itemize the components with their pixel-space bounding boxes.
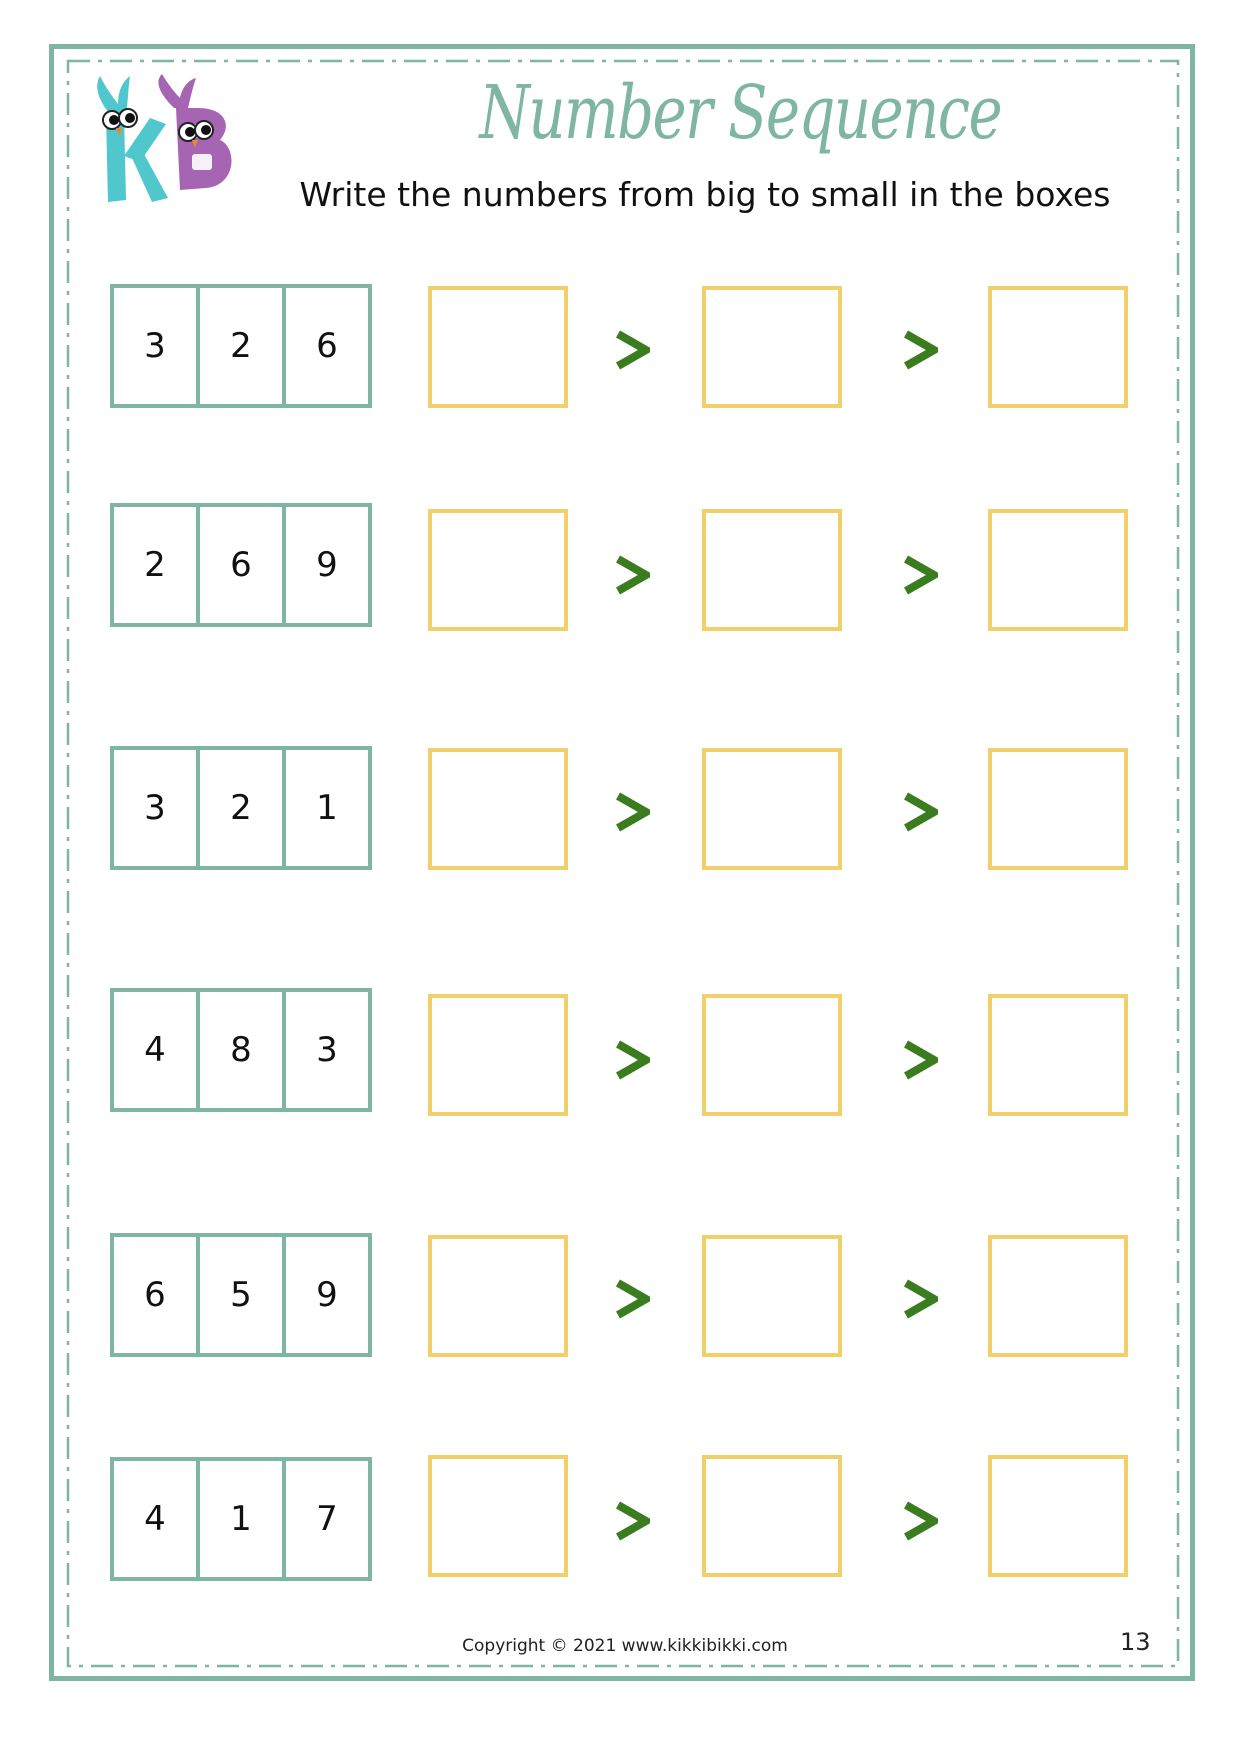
answer-box-3[interactable]	[988, 1235, 1128, 1357]
given-number: 6	[200, 507, 286, 623]
greater-than-icon	[616, 1501, 650, 1541]
greater-than-icon	[904, 555, 938, 595]
given-number: 9	[316, 545, 338, 585]
given-number: 8	[200, 992, 286, 1108]
given-number: 1	[200, 1461, 286, 1577]
given-number: 2	[200, 288, 286, 404]
given-numbers: 4 8 3	[110, 988, 372, 1112]
copyright-text: Copyright © 2021 www.kikkibikki.com	[462, 1636, 788, 1656]
given-numbers: 6 5 9	[110, 1233, 372, 1357]
greater-than-icon	[616, 555, 650, 595]
page-inner-dashed-border	[66, 59, 1180, 1668]
answer-box-1[interactable]	[428, 509, 568, 631]
answer-box-1[interactable]	[428, 994, 568, 1116]
answer-box-1[interactable]	[428, 286, 568, 408]
greater-than-icon	[904, 330, 938, 370]
answer-box-3[interactable]	[988, 748, 1128, 870]
given-numbers: 2 6 9	[110, 503, 372, 627]
exercise-row: 4 8 3	[0, 988, 1244, 1116]
given-numbers: 3 2 6	[110, 284, 372, 408]
greater-than-icon	[616, 1279, 650, 1319]
answer-box-1[interactable]	[428, 1455, 568, 1577]
given-number: 2	[114, 507, 200, 623]
given-number: 4	[114, 992, 200, 1108]
exercise-row: 3 2 1	[0, 746, 1244, 870]
given-number: 3	[114, 750, 200, 866]
greater-than-icon	[904, 1501, 938, 1541]
greater-than-icon	[616, 1040, 650, 1080]
given-numbers: 4 1 7	[110, 1457, 372, 1581]
answer-box-3[interactable]	[988, 286, 1128, 408]
answer-box-3[interactable]	[988, 994, 1128, 1116]
page-outer-border	[49, 44, 1195, 1681]
answer-box-1[interactable]	[428, 748, 568, 870]
greater-than-icon	[616, 792, 650, 832]
given-number: 6	[316, 326, 338, 366]
given-numbers: 3 2 1	[110, 746, 372, 870]
given-number: 2	[200, 750, 286, 866]
answer-box-2[interactable]	[702, 286, 842, 408]
answer-box-2[interactable]	[702, 994, 842, 1116]
exercise-row: 4 1 7	[0, 1455, 1244, 1581]
given-number: 7	[316, 1499, 338, 1539]
answer-box-3[interactable]	[988, 1455, 1128, 1577]
given-number: 9	[316, 1275, 338, 1315]
answer-box-2[interactable]	[702, 509, 842, 631]
answer-box-3[interactable]	[988, 509, 1128, 631]
greater-than-icon	[904, 1279, 938, 1319]
instructions-text: Write the numbers from big to small in t…	[299, 175, 1111, 214]
exercise-row: 2 6 9	[0, 503, 1244, 631]
greater-than-icon	[904, 792, 938, 832]
answer-box-2[interactable]	[702, 1235, 842, 1357]
exercise-row: 3 2 6	[0, 284, 1244, 408]
answer-box-1[interactable]	[428, 1235, 568, 1357]
kb-logo-icon	[88, 74, 248, 209]
answer-box-2[interactable]	[702, 1455, 842, 1577]
exercise-row: 6 5 9	[0, 1233, 1244, 1357]
greater-than-icon	[616, 330, 650, 370]
given-number: 4	[114, 1461, 200, 1577]
given-number: 3	[316, 1030, 338, 1070]
greater-than-icon	[904, 1040, 938, 1080]
given-number: 1	[316, 788, 338, 828]
given-number: 5	[200, 1237, 286, 1353]
page-number: 13	[1120, 1628, 1151, 1656]
given-number: 3	[114, 288, 200, 404]
answer-box-2[interactable]	[702, 748, 842, 870]
given-number: 6	[114, 1237, 200, 1353]
